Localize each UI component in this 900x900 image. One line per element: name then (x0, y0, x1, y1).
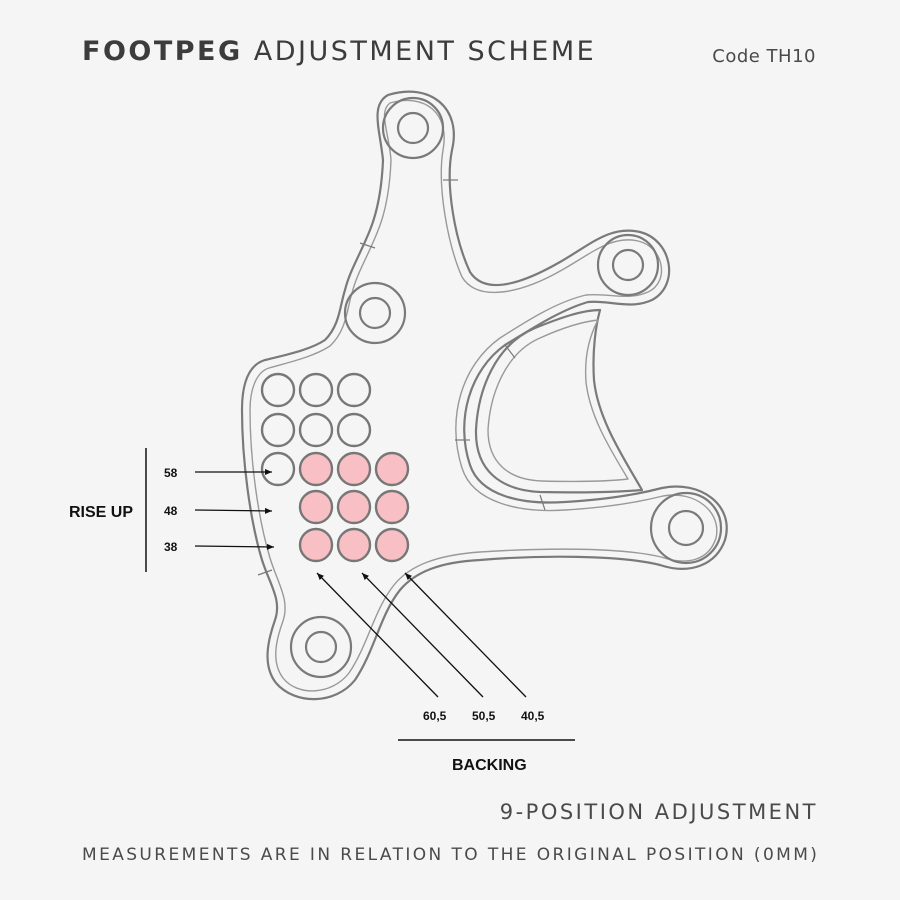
adjustment-summary: 9-POSITION ADJUSTMENT (499, 800, 818, 824)
hole-inactive (298, 372, 334, 408)
backing-arrow-40-5 (404, 572, 527, 698)
hole-active (374, 527, 410, 563)
hole-inactive (260, 451, 296, 487)
page-title: FOOTPEG ADJUSTMENT SCHEME (82, 36, 596, 67)
backing-value-60-5: 60,5 (423, 709, 447, 723)
rise-arrow-38 (194, 543, 275, 550)
hole-active (336, 451, 372, 487)
rise-value-48: 48 (164, 504, 178, 518)
backing-label: BACKING (452, 757, 527, 774)
hole-inactive (260, 372, 296, 408)
boss-middle (343, 281, 407, 345)
boss-bottom (289, 615, 353, 679)
hole-active (374, 451, 410, 487)
hole-inactive (298, 412, 334, 448)
hole-active (336, 489, 372, 525)
hole-active (298, 527, 334, 563)
boss-right (596, 233, 660, 297)
mounting-bosses (289, 96, 723, 679)
hole-inactive (260, 412, 296, 448)
title-rest: ADJUSTMENT SCHEME (253, 36, 597, 67)
adjustment-holes (260, 372, 410, 563)
boss-rear (649, 491, 723, 565)
backing-arrow-60-5 (316, 572, 439, 698)
rise-value-58: 58 (164, 466, 178, 480)
bracket-plate (240, 90, 728, 701)
rise-arrow-48 (194, 507, 273, 514)
rise-value-38: 38 (164, 540, 178, 554)
product-code: Code TH10 (712, 46, 816, 67)
hole-active (298, 489, 334, 525)
hole-inactive (336, 412, 372, 448)
hole-inactive (336, 372, 372, 408)
backing-arrow-50-5 (361, 572, 484, 698)
boss-top (381, 96, 445, 160)
hole-active (374, 489, 410, 525)
measurement-note: MEASUREMENTS ARE IN RELATION TO THE ORIG… (82, 845, 820, 865)
title-bold: FOOTPEG (82, 36, 243, 67)
hole-active (298, 451, 334, 487)
hole-active (336, 527, 372, 563)
backing-value-40-5: 40,5 (521, 709, 545, 723)
backing-value-50-5: 50,5 (472, 709, 496, 723)
rise-up-label: RISE UP (69, 504, 133, 521)
